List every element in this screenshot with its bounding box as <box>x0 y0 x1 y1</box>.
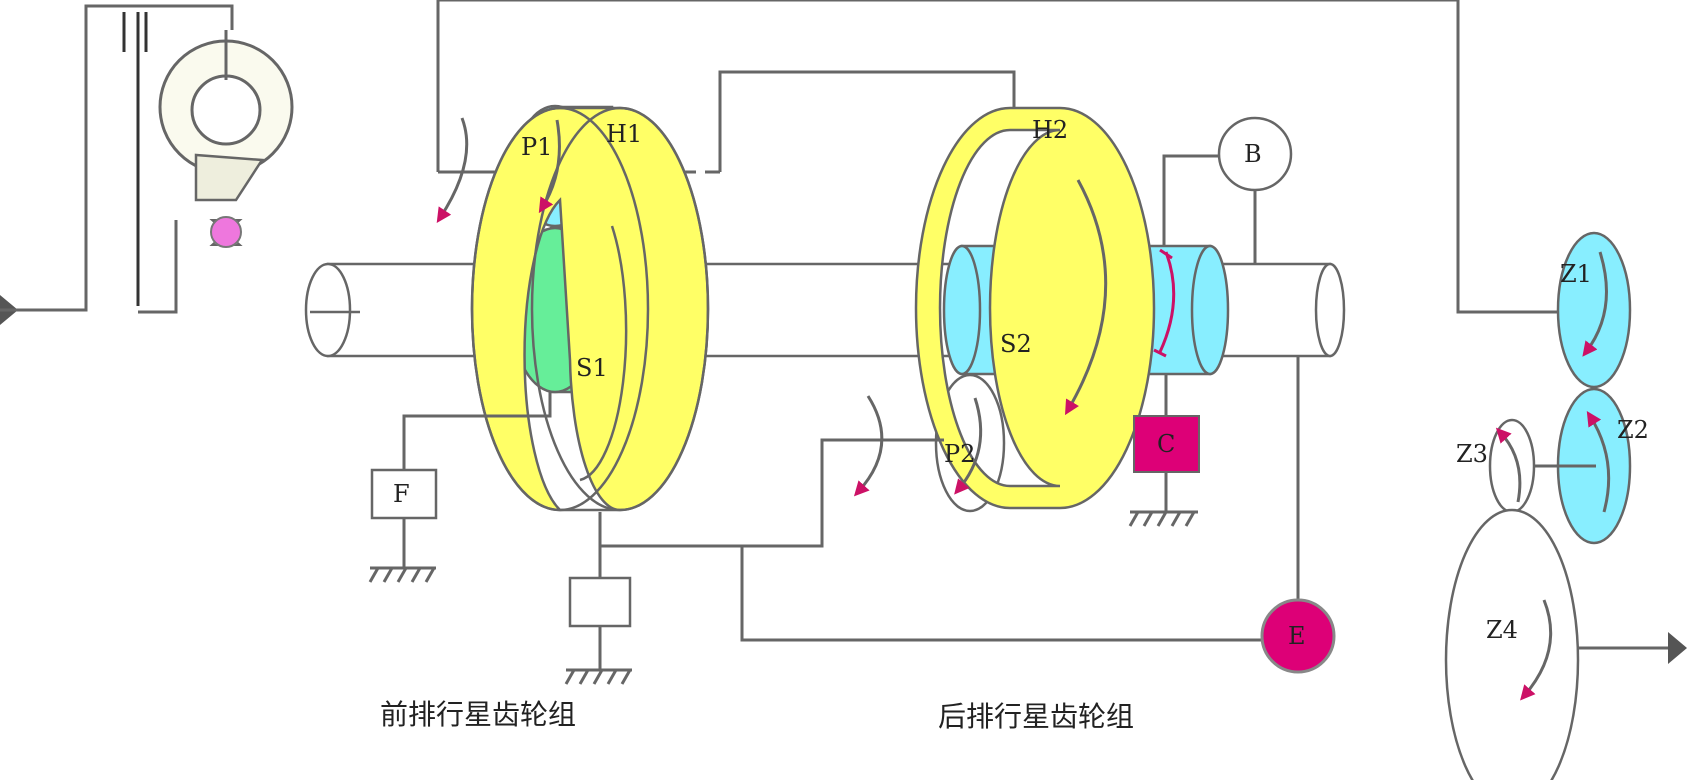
input-wire <box>0 4 234 312</box>
label-z2: Z2 <box>1617 416 1649 444</box>
ground-lower-icon <box>564 668 632 685</box>
ground-c-icon <box>1128 510 1198 527</box>
label-p1: P1 <box>521 133 552 161</box>
label-c: C <box>1157 430 1175 458</box>
gear-z3 <box>1488 418 1536 514</box>
label-e: E <box>1288 622 1306 650</box>
one-way-clutch-icon <box>210 216 242 248</box>
label-p2: P2 <box>944 440 975 468</box>
output-arrow-icon <box>1668 632 1687 664</box>
top-wire-z1 <box>436 0 1598 314</box>
brake-c <box>1133 415 1200 473</box>
front-planetary-set <box>436 104 710 512</box>
brake-lower <box>568 576 632 628</box>
rear-planetary-set <box>853 106 1230 513</box>
ring-gear-h2 <box>914 106 1156 510</box>
ring-gear-h1 <box>470 106 710 512</box>
torque-converter <box>0 4 294 325</box>
label-z1: Z1 <box>1560 260 1592 288</box>
gear-z1 <box>1556 231 1632 389</box>
clutch-f <box>370 468 438 520</box>
label-s2: S2 <box>1000 330 1032 358</box>
label-b: B <box>1244 140 1262 168</box>
label-z4: Z4 <box>1486 616 1518 644</box>
label-h2: H2 <box>1032 116 1068 144</box>
clutch-e <box>1260 598 1336 674</box>
caption-front-planetary: 前排行星齿轮组 <box>380 698 576 731</box>
caption-rear-planetary: 后排行星齿轮组 <box>938 700 1134 733</box>
gear-z4 <box>1444 508 1580 780</box>
label-f: F <box>393 480 410 508</box>
ground-f-icon <box>368 566 436 583</box>
label-z3: Z3 <box>1456 440 1488 468</box>
label-s1: S1 <box>576 354 608 382</box>
brake-b <box>1217 116 1293 192</box>
h1-h2-wire <box>718 70 1016 172</box>
label-h1: H1 <box>606 120 642 148</box>
output-gear-train <box>1444 231 1687 780</box>
